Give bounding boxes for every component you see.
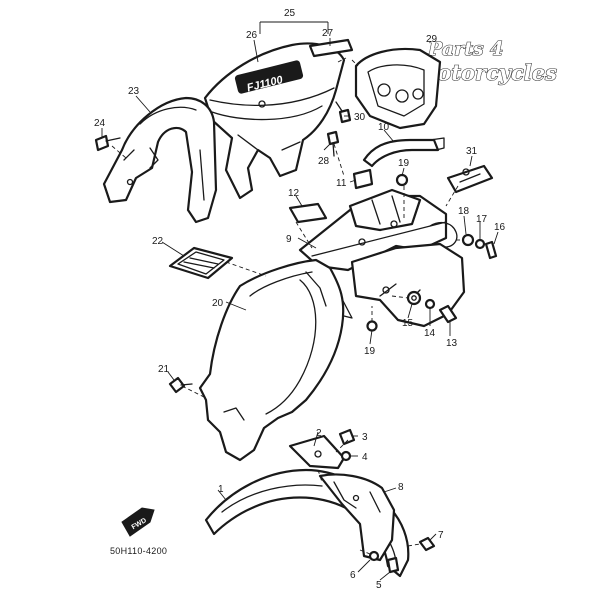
callout-22: 22 — [152, 236, 164, 247]
callout-28: 28 — [318, 156, 330, 167]
callout-24: 24 — [94, 118, 106, 129]
leader-lines — [101, 38, 499, 581]
callout-13: 13 — [446, 338, 458, 349]
nut-part-19-lower — [366, 320, 378, 332]
callout-20: 20 — [212, 298, 224, 309]
bracket-part-10 — [362, 137, 445, 168]
callout-19-lower: 19 — [364, 346, 376, 357]
callout-26: 26 — [246, 30, 258, 41]
pad-part-12 — [288, 202, 328, 224]
part-number-labels: 1 2 3 4 5 6 7 8 9 10 11 12 13 14 15 16 1… — [94, 8, 506, 591]
washer-part-4 — [340, 450, 352, 462]
callout-4: 4 — [362, 452, 368, 463]
callout-29: 29 — [426, 34, 438, 45]
rear-fender-bracket-part-9 — [298, 188, 458, 319]
watermark-line1: Parts 4 — [427, 38, 503, 60]
callout-2: 2 — [316, 428, 322, 439]
diagram-code: 50H110-4200 — [110, 546, 167, 556]
screw-part-30 — [335, 101, 352, 124]
bolt-part-3 — [338, 428, 356, 446]
washer-part-18 — [461, 233, 475, 247]
seat-badge — [234, 60, 304, 94]
callout-8: 8 — [398, 482, 404, 493]
fender-stay-part-8 — [318, 473, 396, 562]
bracket-25 — [259, 21, 329, 34]
callout-30: 30 — [354, 112, 366, 123]
callout-6: 6 — [350, 570, 356, 581]
callout-23: 23 — [128, 86, 140, 97]
bolt-part-24 — [94, 134, 121, 152]
callout-11: 11 — [336, 178, 347, 189]
callout-25: 25 — [284, 8, 296, 19]
callout-19-upper: 19 — [398, 158, 410, 169]
bolt-part-16 — [484, 240, 498, 260]
nut-part-15 — [406, 290, 422, 306]
callout-5: 5 — [376, 580, 382, 591]
callout-15: 15 — [402, 318, 414, 329]
callout-3: 3 — [362, 432, 368, 443]
nut-part-19-upper — [395, 173, 409, 187]
bolt-part-13 — [438, 304, 458, 324]
clamp-part-11 — [352, 168, 374, 190]
callout-14: 14 — [424, 328, 436, 339]
callout-7: 7 — [438, 530, 444, 541]
grab-bar-part-23 — [102, 96, 218, 224]
bolt-part-28 — [326, 130, 340, 157]
bolt-part-21 — [168, 376, 193, 394]
callout-10: 10 — [378, 122, 390, 133]
rear-fender-part-20 — [198, 258, 345, 462]
washer-part-14 — [424, 298, 436, 310]
washer-part-17 — [474, 238, 486, 250]
callout-21: 21 — [158, 364, 170, 375]
callout-1: 1 — [218, 484, 224, 495]
callout-31: 31 — [466, 146, 478, 157]
callout-12: 12 — [288, 188, 300, 199]
watermark-logo: Parts 4 Motorcycles — [412, 37, 557, 85]
tail-light-part-29 — [354, 47, 442, 130]
callout-18: 18 — [458, 206, 470, 217]
bolt-part-7 — [418, 536, 436, 552]
seat-cowl-part-26: FJ1100 — [203, 42, 346, 200]
callout-27: 27 — [322, 28, 334, 39]
callout-17: 17 — [476, 214, 488, 225]
stay-part-2 — [288, 434, 346, 470]
assembly-lines — [111, 57, 462, 555]
washer-part-6 — [368, 550, 380, 562]
bolt-part-5 — [386, 556, 400, 574]
plate-part-22 — [168, 246, 234, 280]
callout-9: 9 — [286, 234, 292, 245]
forward-direction-icon: FWD — [121, 507, 155, 537]
callout-16: 16 — [494, 222, 506, 233]
reflector-part-31 — [446, 164, 494, 194]
emblem-part-27 — [308, 38, 354, 58]
